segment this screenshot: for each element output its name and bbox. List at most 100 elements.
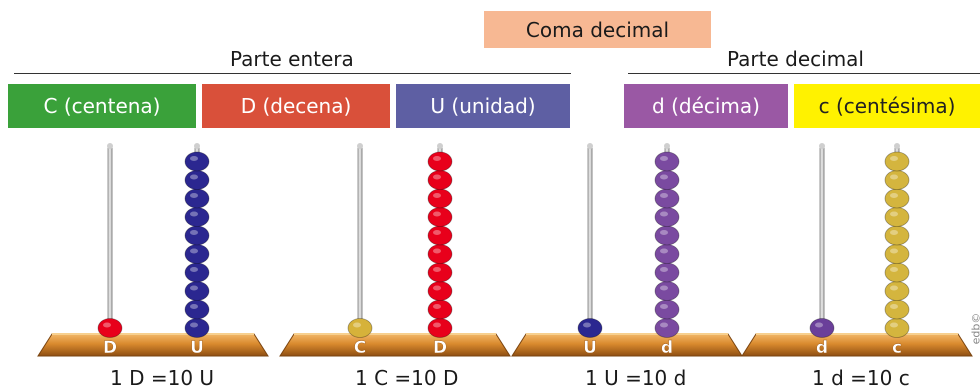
right-bead [427,262,453,283]
right-bead [427,207,453,227]
rod-cap [107,143,113,149]
right-bead [427,151,453,172]
right-bead [884,225,910,246]
bead-shine [190,230,198,235]
bead-shine [890,322,898,328]
bead-shine [433,322,441,328]
rod-cap [664,143,670,149]
left-bead [809,318,835,338]
bead-shine [660,174,668,180]
right-bead [654,170,680,190]
right-bead [654,225,680,246]
right-bead [884,151,910,172]
badge-unidad: U (unidad) [396,84,570,128]
abacus-caption-2: 1 C =10 D [355,366,459,390]
bead-shine [433,193,441,198]
bead-shine [890,285,898,291]
right-bead [654,299,680,320]
right-bead [427,170,453,190]
badge-centena: C (centena) [8,84,196,128]
bead-shine [433,156,441,161]
right-bead [184,299,210,320]
right-bead [884,262,910,283]
bead-shine [190,211,198,217]
right-bead [884,281,910,301]
right-bead [184,244,210,264]
base-letter-right: U [190,338,204,358]
bead-shine [190,304,198,309]
right-bead [184,151,210,172]
bead-shine [433,267,441,272]
bead-shine [890,174,898,180]
right-bead [654,318,680,338]
right-bead [184,318,210,338]
base-letter-left: U [583,338,597,358]
badge-decena: D (decena) [202,84,390,128]
right-bead [184,225,210,246]
bead-shine [190,285,198,291]
bead-shine [890,267,898,272]
base-letter-right: D [433,338,447,358]
right-bead [654,244,680,264]
bead-shine [190,193,198,198]
right-bead [884,318,910,338]
bead-shine [583,322,591,328]
base-letter-right: d [661,338,673,358]
bead-shine [890,230,898,235]
rod-cap [357,143,363,149]
bead-shine [660,285,668,291]
base-letter-left: D [103,338,117,358]
bead-shine [890,211,898,217]
bead-shine [660,267,668,272]
right-bead [184,281,210,301]
bead-shine [660,211,668,217]
left-bead [577,318,603,338]
bead-shine [890,304,898,309]
bead-shine [353,322,361,328]
bead-shine [190,248,198,254]
rod-cap [437,143,443,149]
bead-shine [660,304,668,309]
right-bead [884,188,910,209]
left-bead [347,318,373,338]
right-bead [184,207,210,227]
bead-shine [433,304,441,309]
right-bead [427,244,453,264]
bead-shine [190,174,198,180]
parte-decimal-label: Parte decimal [727,47,864,71]
abacus-base [37,333,269,357]
left-bead [97,318,123,338]
bead-shine [890,248,898,254]
right-bead [654,281,680,301]
left-rod [357,146,363,338]
bead-shine [190,156,198,161]
bead-shine [660,248,668,254]
right-bead [184,188,210,209]
bead-shine [190,267,198,272]
base-letter-left: C [354,338,366,358]
right-bead [884,170,910,190]
right-bead [654,188,680,209]
rod-cap [587,143,593,149]
base-letter-left: d [816,338,828,358]
abacus-base [279,333,511,357]
coma-decimal-badge: Coma decimal [484,11,711,48]
bead-shine [890,193,898,198]
copyright-text: edb© [969,312,980,345]
bead-shine [890,156,898,161]
badge-centesima: c (centésima) [794,84,980,128]
right-bead [654,262,680,283]
right-bead [184,262,210,283]
abacus-base [511,333,743,357]
rod-cap [819,143,825,149]
bead-shine [433,230,441,235]
right-bead [654,207,680,227]
base-letter-right: c [892,338,902,358]
bead-shine [660,230,668,235]
bead-shine [433,211,441,217]
left-rod [107,146,113,338]
